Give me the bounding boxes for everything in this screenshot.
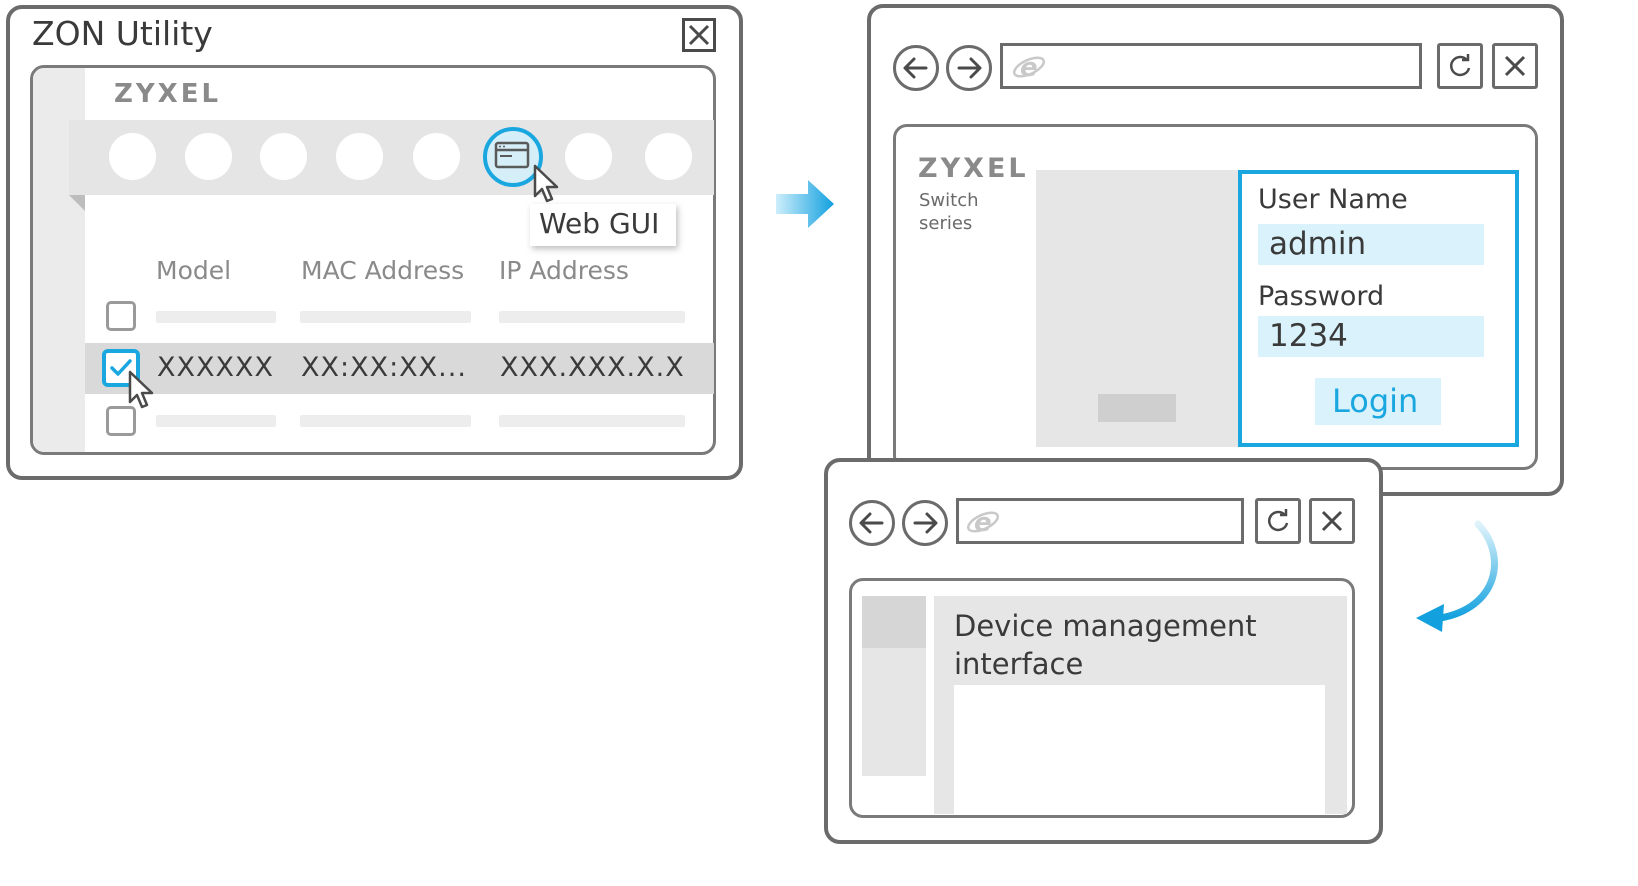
login-brand-logo: ZYXEL [918,153,1029,184]
address-bar[interactable]: e [1000,43,1422,89]
toolbar-button[interactable] [185,133,232,180]
device-interface-line2: interface [954,647,1084,681]
refresh-button[interactable] [1437,43,1483,89]
cursor-icon [533,164,559,203]
device-content-box [954,685,1325,814]
browser-e-icon: e [1012,53,1046,83]
row-placeholder-cell [300,311,471,323]
username-field[interactable]: admin [1258,224,1484,265]
cursor-icon [128,370,154,409]
login-image-bar [1098,394,1176,422]
login-subtitle-line1: Switch [919,190,979,211]
back-button[interactable] [849,500,895,546]
close-icon [1504,55,1526,77]
forward-arrow-icon [913,512,938,534]
web-gui-button[interactable] [483,127,543,187]
toolbar-button[interactable] [336,133,383,180]
row-placeholder-cell [156,415,276,427]
close-icon [688,24,710,46]
toolbar-button[interactable] [260,133,307,180]
column-header-ip: IP Address [499,256,629,285]
checkmark-icon [110,359,132,376]
browser-e-icon: e [966,508,1000,538]
refresh-icon [1449,54,1471,77]
close-icon [1321,510,1343,532]
toolbar-button[interactable] [109,133,156,180]
table-row-selected[interactable] [85,343,714,394]
toolbar-button[interactable] [565,133,612,180]
row-model: XXXXXX [157,352,274,383]
back-button[interactable] [893,45,939,91]
back-arrow-icon [859,512,884,534]
row-ip: XXX.XXX.X.X [500,352,685,383]
login-button[interactable]: Login [1315,378,1441,425]
device-sidebar-block [862,596,926,648]
browser-close-button[interactable] [1492,43,1538,89]
toolbar-button[interactable] [645,133,692,180]
back-arrow-icon [903,57,928,79]
svg-text:e: e [1020,53,1038,83]
username-value: admin [1269,226,1367,262]
toolbar-button[interactable] [413,133,460,180]
forward-arrow-icon [957,57,982,79]
column-header-mac: MAC Address [301,256,465,285]
refresh-icon [1267,509,1289,532]
row-checkbox[interactable] [106,301,136,331]
flow-arrow-icon [776,180,834,228]
row-placeholder-cell [156,311,276,323]
web-gui-icon [494,141,530,169]
device-interface-line1: Device management [954,609,1257,643]
address-bar[interactable]: e [956,498,1244,544]
row-checkbox[interactable] [106,406,136,436]
username-label: User Name [1258,184,1408,215]
password-field[interactable]: 1234 [1258,316,1484,357]
login-subtitle-line2: series [919,213,973,234]
zon-utility-title: ZON Utility [32,14,213,53]
curved-arrow-icon [1416,520,1498,632]
toolbar-fold [69,195,85,211]
login-button-label: Login [1332,382,1419,420]
forward-button[interactable] [902,500,948,546]
zon-close-button[interactable] [682,18,716,52]
row-mac: XX:XX:XX... [301,352,467,383]
password-label: Password [1258,281,1385,312]
forward-button[interactable] [946,45,992,91]
web-gui-tooltip: Web GUI [530,204,676,246]
row-placeholder-cell [300,415,471,427]
row-placeholder-cell [499,415,685,427]
zon-brand-logo: ZYXEL [114,79,222,109]
zon-toolbar [69,120,714,195]
svg-text:e: e [974,508,992,538]
browser-close-button[interactable] [1309,498,1355,544]
column-header-model: Model [156,256,232,285]
refresh-button[interactable] [1255,498,1301,544]
tooltip-label: Web GUI [539,207,660,240]
password-value: 1234 [1269,318,1348,354]
row-placeholder-cell [499,311,685,323]
